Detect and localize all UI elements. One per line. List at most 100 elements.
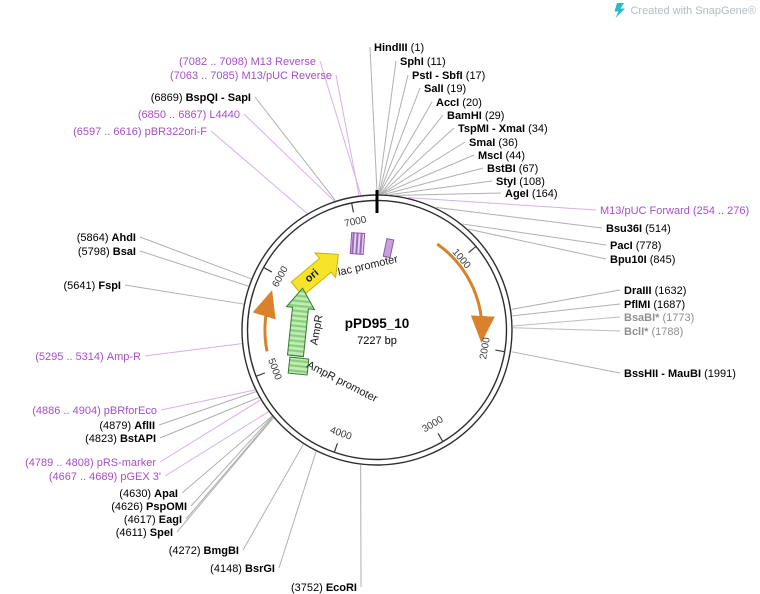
- site-label: (6869) BspQI - SapI: [151, 92, 251, 104]
- site-label: Bpu10I (845): [610, 254, 675, 266]
- connector-line: [335, 74, 360, 196]
- site-label: PflMI (1687): [624, 299, 685, 311]
- connector-line: [512, 303, 621, 317]
- site-label: (6850 .. 6867) L4440: [138, 109, 240, 121]
- tick-label: 2000: [478, 336, 493, 360]
- connector-line: [242, 444, 304, 551]
- connector-line: [190, 416, 273, 507]
- site-label: SphI (11): [400, 56, 446, 68]
- site-label: AccI (20): [436, 97, 482, 109]
- plasmid-name: pPD95_10: [345, 316, 410, 331]
- site-label: (7082 .. 7098) M13 Reverse: [179, 56, 316, 68]
- connector-line: [384, 167, 484, 195]
- feature-ampr: AmpR: [285, 287, 326, 358]
- tick-mark: [351, 202, 355, 213]
- feature-lac-promoter: lac promoter: [337, 232, 400, 279]
- connector-line: [382, 154, 475, 195]
- site-label: (3752) EcoRI: [291, 582, 357, 594]
- connector-line: [378, 101, 433, 195]
- site-label: (4667 .. 4689) pGEX 3': [49, 471, 161, 483]
- ori-arrow: [290, 252, 339, 297]
- connector-line: [210, 130, 308, 214]
- site-label: SalI (19): [424, 83, 466, 95]
- plasmid-size: 7227 bp: [357, 335, 397, 347]
- site-label: StyI (108): [496, 176, 545, 188]
- tick-label: 5000: [265, 357, 283, 382]
- arc-arrow-right: [436, 242, 495, 343]
- site-label: (5864) AhdI: [77, 232, 136, 244]
- lac-promoter-box: [349, 232, 366, 255]
- connector-line: [378, 74, 409, 195]
- connector-line: [408, 197, 597, 211]
- connector-line: [124, 284, 244, 305]
- connector-line: [243, 113, 335, 202]
- tick-mark: [255, 372, 266, 377]
- lac-promoter-label: lac promoter: [337, 253, 400, 279]
- connector-line: [380, 141, 466, 195]
- watermark: Created with SnapGene®: [614, 3, 756, 18]
- connector-line: [139, 236, 252, 280]
- site-label: (4617) EagI: [124, 514, 182, 526]
- site-label: BclI* (1788): [624, 326, 683, 338]
- connector-line: [512, 316, 621, 327]
- feature-ori: ori: [290, 252, 339, 297]
- site-label: AgeI (164): [505, 188, 558, 200]
- connector-line: [139, 250, 249, 287]
- site-label: (4886 .. 4904) pBRforEco: [32, 405, 157, 417]
- site-label: BsaBI* (1773): [624, 312, 694, 324]
- site-label: DraIII (1632): [624, 285, 686, 297]
- site-label: BssHII - MauBI (1991): [624, 368, 736, 380]
- connector-line: [512, 327, 621, 332]
- tick-mark: [495, 349, 505, 353]
- connector-line: [468, 228, 607, 260]
- connector-line: [511, 351, 621, 374]
- lac-operator-box: [382, 237, 395, 259]
- connector-line: [389, 180, 493, 196]
- tick-mark: [468, 245, 477, 254]
- site-label: (4626) PspOMI: [111, 501, 187, 513]
- arc-arrow-left: [252, 290, 276, 352]
- site-label: MscI (44): [478, 150, 525, 162]
- connector-line: [377, 60, 397, 195]
- tick-label: 3000: [421, 414, 446, 435]
- ampr-promoter-label: AmpR promoter: [305, 359, 380, 405]
- site-label: BstBI (67): [487, 163, 538, 175]
- site-label: Bsu36I (514): [606, 223, 671, 235]
- connector-line: [160, 389, 256, 411]
- ampr-arrow: [285, 287, 316, 358]
- site-label: M13/pUC Forward (254 .. 276): [600, 205, 749, 217]
- site-label: (7063 .. 7085) M13/pUC Reverse: [170, 70, 332, 82]
- feature-ampr-promoter: AmpR promoter: [287, 356, 380, 405]
- connector-line: [462, 223, 607, 246]
- site-label: (4148) BsrGI: [210, 563, 275, 575]
- connector-line: [380, 114, 444, 195]
- site-label: SmaI (36): [469, 137, 518, 149]
- connector-line: [319, 60, 362, 196]
- site-label: HindIII (1): [374, 42, 424, 54]
- site-label: (5798) BsaI: [78, 246, 136, 258]
- site-label: (4789 .. 4808) pRS-marker: [25, 457, 156, 469]
- site-label: (6597 .. 6616) pBR322ori-F: [73, 126, 207, 138]
- site-label: (5295 .. 5314) Amp-R: [35, 351, 141, 363]
- site-label: PstI - SbfI (17): [412, 70, 485, 82]
- site-label: PacI (778): [610, 240, 661, 252]
- tick-label: 4000: [328, 425, 353, 443]
- snapgene-logo-icon: [614, 3, 625, 18]
- connector-line: [378, 87, 421, 195]
- tick-label: 7000: [343, 214, 367, 229]
- connector-line: [159, 399, 261, 463]
- site-label: (4823) BstAPI: [85, 433, 156, 445]
- connector-line: [278, 451, 317, 569]
- site-label: (4630) ApaI: [119, 488, 178, 500]
- connector-line: [181, 415, 273, 494]
- site-label: (4879) AflII: [99, 420, 155, 432]
- tick-mark: [263, 266, 273, 273]
- site-label: (4272) BmgBI: [169, 545, 239, 557]
- connector-line: [396, 192, 502, 196]
- connector-line: [176, 417, 274, 533]
- connector-line: [369, 46, 378, 195]
- site-label: BamHI (29): [447, 110, 504, 122]
- ampr-label: AmpR: [308, 314, 325, 346]
